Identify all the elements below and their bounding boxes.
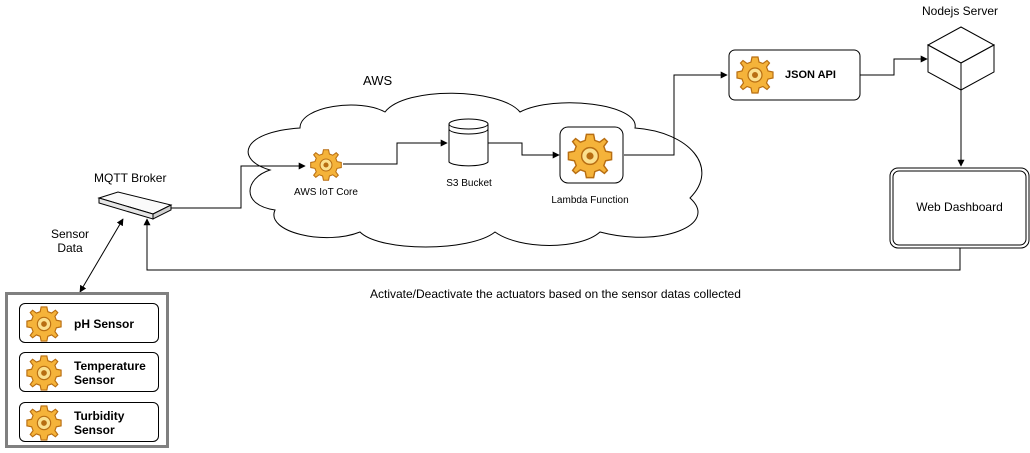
sensor-name-turbidity-line2: Sensor [74, 423, 115, 437]
sensor-card-temperature: Temperature Sensor [19, 352, 159, 392]
sensor-name-turbidity: Turbidity Sensor [74, 409, 124, 437]
s3-bucket-label: S3 Bucket [446, 178, 492, 189]
actuator-note-label: Activate/Deactivate the actuators based … [370, 287, 741, 301]
aws-label: AWS [363, 73, 393, 88]
sensor-name-ph: pH Sensor [74, 317, 134, 331]
sensor-group: pH Sensor Temperature Sensor Turbidity S… [5, 292, 169, 448]
gear-icon [26, 355, 62, 391]
web-dashboard-label: Web Dashboard [916, 200, 1003, 214]
aws-iot-core-label: AWS IoT Core [294, 187, 358, 198]
cube-icon [926, 26, 996, 91]
broker-to-iot-core-edge [171, 162, 306, 209]
web-dashboard-inner-border [892, 170, 1027, 246]
gear-icon [567, 133, 613, 179]
dashboard-to-broker-edge [143, 218, 961, 271]
nodejs-server-label: Nodejs Server [921, 4, 999, 18]
sensor-card-turbidity: Turbidity Sensor [19, 402, 159, 442]
gear-icon [26, 405, 62, 441]
bucket-icon [448, 118, 489, 167]
sensor-name-temperature: Temperature Sensor [74, 359, 146, 387]
iot-core-to-s3-edge [343, 139, 448, 165]
sensor-data-label-line2: Data [57, 241, 83, 255]
gear-icon [736, 56, 774, 94]
mqtt-broker-label: MQTT Broker [94, 171, 167, 185]
json-api-to-nodejs-edge [860, 55, 928, 76]
sensor-name-ph-line1: pH Sensor [74, 317, 135, 331]
gear-icon [26, 306, 62, 342]
gear-icon [310, 149, 342, 181]
broker-sensors-edge [79, 218, 124, 293]
json-api-label: JSON API [785, 69, 836, 81]
s3-to-lambda-edge [488, 142, 560, 159]
sensor-data-label: Sensor Data [40, 227, 100, 255]
router-icon [97, 191, 173, 220]
web-dashboard-box [889, 167, 1030, 249]
lambda-function-label: Lambda Function [551, 195, 629, 206]
sensor-data-label-line1: Sensor [50, 227, 90, 241]
sensor-name-temperature-line2: Sensor [74, 373, 115, 387]
sensor-card-ph: pH Sensor [19, 303, 159, 343]
sensor-name-turbidity-line1: Turbidity [74, 409, 125, 423]
lambda-to-json-api-edge [624, 71, 728, 156]
sensor-name-temperature-line1: Temperature [74, 359, 146, 373]
